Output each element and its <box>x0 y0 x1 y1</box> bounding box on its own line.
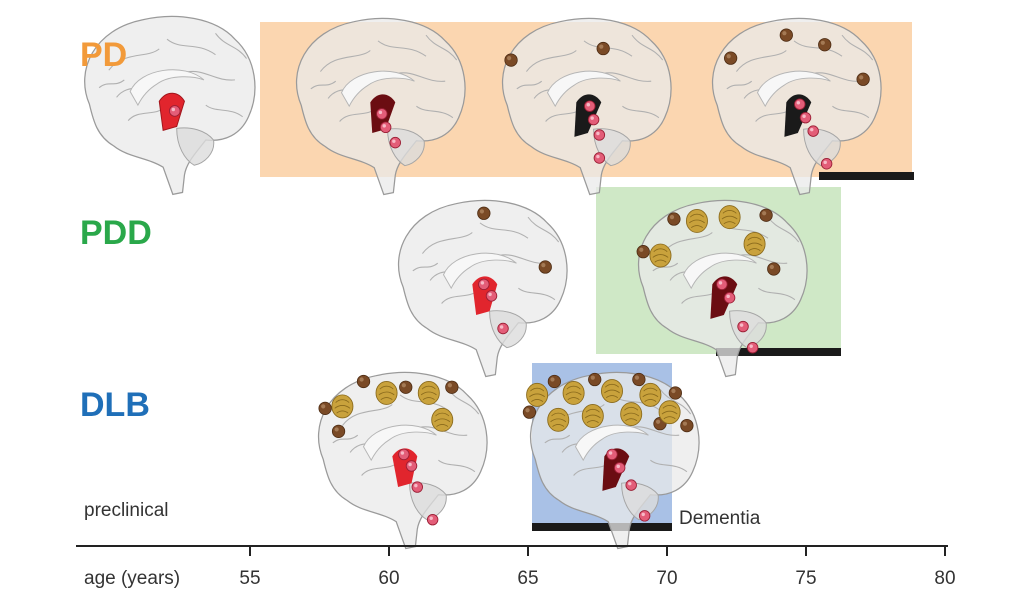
age-tick-75: 75 <box>795 568 816 589</box>
age-tick-55: 55 <box>239 568 260 589</box>
dlb-brain-1 <box>317 371 488 550</box>
age-tick-80: 80 <box>934 568 955 589</box>
age-axis-ticks <box>249 546 946 556</box>
age-tick-65: 65 <box>517 568 538 589</box>
pdd-brain-2 <box>636 199 808 378</box>
preclinical-label: preclinical <box>84 500 168 521</box>
pd-label: PD <box>80 36 127 74</box>
pd-brain-1 <box>84 15 256 195</box>
pdd-brain-1 <box>397 199 568 378</box>
dlb-brain-2 <box>522 371 700 550</box>
dementia-label: Dementia <box>679 508 761 529</box>
pd-dementia-bar <box>819 172 914 180</box>
pd-brain-3 <box>501 17 672 196</box>
age-axis-label: age (years) <box>84 568 180 589</box>
age-tick-60: 60 <box>378 568 399 589</box>
dlb-label: DLB <box>80 386 150 424</box>
pdd-dementia-bar <box>716 348 841 356</box>
pdd-label: PDD <box>80 214 152 252</box>
dlb-dementia-bar <box>532 523 672 531</box>
pd-brain-4 <box>711 17 882 196</box>
pd-brain-2 <box>295 17 466 196</box>
age-tick-70: 70 <box>656 568 677 589</box>
